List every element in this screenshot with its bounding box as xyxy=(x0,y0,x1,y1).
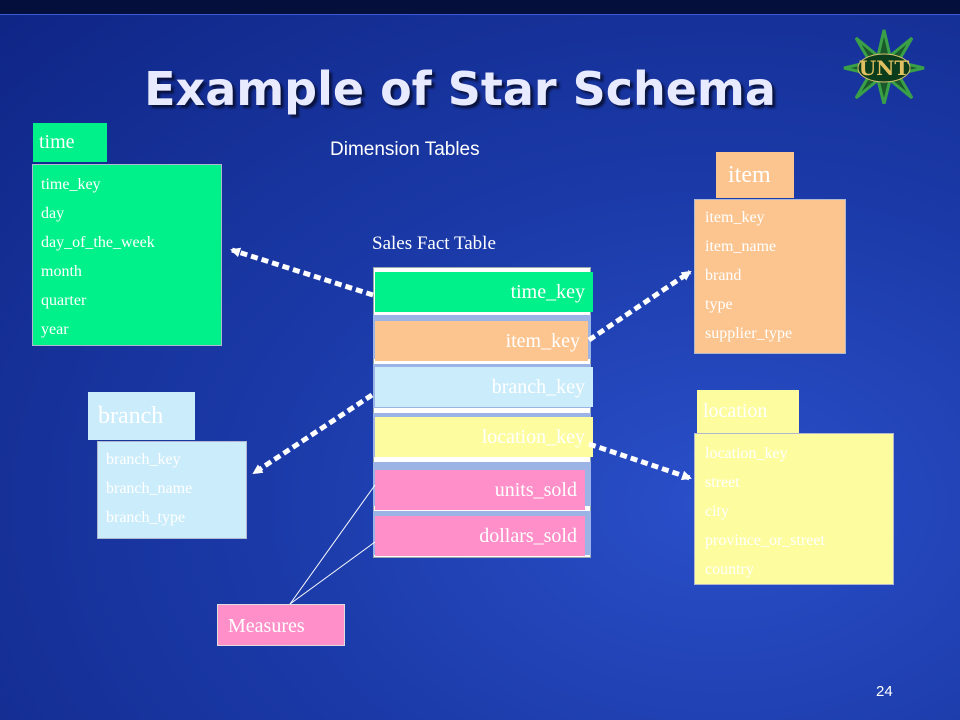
fact-table-title: Sales Fact Table xyxy=(372,233,496,254)
item-attr: brand xyxy=(705,267,742,284)
time-attr: month xyxy=(41,263,82,280)
measures-pointer xyxy=(289,541,376,605)
item-table-body: item_key item_name brand type supplier_t… xyxy=(694,199,846,354)
fact-key-units-sold: units_sold xyxy=(375,470,585,510)
branch-table-body: branch_key branch_name branch_type xyxy=(97,441,247,539)
item-attr: item_key xyxy=(705,209,765,226)
location-attr: province_or_street xyxy=(705,532,825,549)
branch-attribute-list: branch_key branch_name branch_type xyxy=(106,445,192,532)
item-attribute-list: item_key item_name brand type supplier_t… xyxy=(705,203,792,348)
top-divider xyxy=(0,14,960,15)
location-attr: city xyxy=(705,503,729,520)
fact-key-time: time_key xyxy=(375,272,593,312)
location-table-body: location_key street city province_or_str… xyxy=(694,433,894,585)
time-table-body: time_key day day_of_the_week month quart… xyxy=(32,164,222,346)
branch-attr: branch_type xyxy=(106,509,186,526)
fact-key-branch: branch_key xyxy=(375,367,593,407)
fact-key-item: item_key xyxy=(375,321,588,361)
branch-attr: branch_key xyxy=(106,451,181,468)
measures-pointer xyxy=(289,484,376,605)
time-attr: day_of_the_week xyxy=(41,234,155,251)
time-table-header: time xyxy=(33,123,107,162)
item-attr: supplier_type xyxy=(705,325,793,342)
dimension-tables-label: Dimension Tables xyxy=(330,139,480,160)
branch-table-header: branch xyxy=(88,392,195,440)
time-attr: time_key xyxy=(41,176,101,193)
location-attr: street xyxy=(705,474,740,491)
location-table-header: location xyxy=(697,390,799,433)
top-bar xyxy=(0,0,960,14)
item-attr: type xyxy=(705,296,733,313)
logo-text: UNT xyxy=(859,56,910,80)
connector-item xyxy=(587,269,692,343)
time-attr: year xyxy=(41,321,69,338)
time-attr: quarter xyxy=(41,292,87,309)
time-attribute-list: time_key day day_of_the_week month quart… xyxy=(41,170,155,344)
time-attr: day xyxy=(41,205,65,222)
item-table-header: item xyxy=(716,152,794,198)
location-attr: country xyxy=(705,561,754,578)
fact-key-dollars-sold: dollars_sold xyxy=(375,516,585,556)
connector-location xyxy=(588,441,692,481)
measures-label: Measures xyxy=(217,604,345,646)
item-attr: item_name xyxy=(705,238,777,255)
fact-key-location: location_key xyxy=(375,417,593,457)
connector-branch xyxy=(252,392,374,476)
page-number: 24 xyxy=(876,683,893,700)
unt-logo: UNT xyxy=(843,29,925,104)
connector-time xyxy=(230,247,374,298)
slide-title: Example of Star Schema xyxy=(144,62,776,116)
branch-attr: branch_name xyxy=(106,480,193,497)
location-attr: location_key xyxy=(705,445,788,462)
location-attribute-list: location_key street city province_or_str… xyxy=(705,439,825,584)
